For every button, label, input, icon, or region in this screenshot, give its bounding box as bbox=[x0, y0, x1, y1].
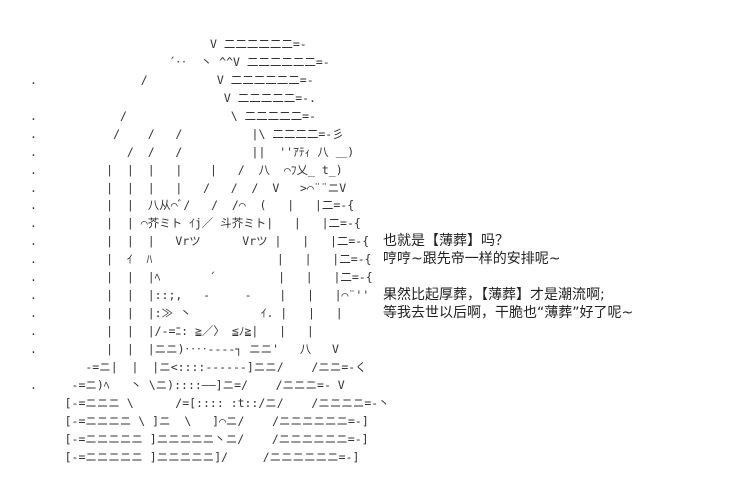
art-line: . | | | | | / 八 ⌒ﾌ乂_ t_) bbox=[30, 162, 343, 177]
art-line: . | | | | / / / V >⌒¨¨ニV bbox=[30, 180, 347, 195]
art-line: . | | |/-=ﾆ: ≧／〉 ≦ﾉ≧| | | bbox=[30, 324, 314, 338]
art-line: [-=ニニニニニ ]ニニニニニ]/ /ニニニニニニ=-] bbox=[30, 449, 360, 464]
art-line: [-=ニニニニ \ ]ニ \ ]⌒ニ/ /ニニニニニニ=-] bbox=[30, 413, 369, 428]
ascii-art: V 二二二二二二=- ´‥ 丶 ^^V 二二二二二二=- . / V 二二二二二二… bbox=[30, 36, 390, 467]
art-line: . | | |::;, ‐ ‐ | | |⌒¨'' bbox=[30, 288, 370, 303]
art-line: [-=ニニニニニ ]ニニニニニ丶ニ/ /ニニニニニニ=-] bbox=[30, 431, 369, 446]
art-line: V 二二二二二=-. bbox=[30, 90, 316, 105]
dialogue-line-2: 哼哼~跟先帝一样的安排呢~ bbox=[383, 251, 561, 267]
art-line: V 二二二二二二=- bbox=[30, 37, 307, 51]
art-line: -=ニ| | |ニ<::::------]ニニ/ /ニニ=-く bbox=[30, 359, 367, 374]
art-line: ´‥ 丶 ^^V 二二二二二二=- bbox=[30, 54, 330, 69]
art-line: . | | 八从⌒ﾞ/ / /⌒ ( | |二=-{ bbox=[30, 198, 355, 213]
art-line: . / V 二二二二二二=- bbox=[30, 72, 314, 87]
art-line: . / / / |\ 二二二二=-彡 bbox=[30, 126, 344, 141]
art-line: . | | |ニニ)‥‥----┐ ニニ' 八 V bbox=[30, 341, 339, 356]
art-line: . / / / || ''ｱﾃｨ 八 ＿) bbox=[30, 144, 355, 159]
art-line: . | | |ﾍ ´ | | |二=-{ bbox=[30, 270, 373, 285]
dialogue-line-3: 果然比起厚葬，【薄葬】才是潮流啊; bbox=[383, 287, 605, 303]
art-line: . / \ 二二二二二=- bbox=[30, 108, 316, 123]
art-line: [-=ニニニ \ /=[:::: :t::/ニ/ /ニニニニ=-丶 bbox=[30, 395, 390, 410]
art-line: . -=ニ)ﾍ 丶 \ニ)::::――]ニ=/ /ニニニ=- V bbox=[30, 377, 345, 392]
art-line: . | | |:≫ 丶 ｲ. | | | bbox=[30, 306, 343, 321]
art-line: . | | | Vrツ Vrツ | | |二=-{ bbox=[30, 234, 370, 249]
dialogue-line-1: 也就是【薄葬】吗？ bbox=[383, 233, 509, 249]
dialogue-line-4: 等我去世以后啊，干脆也“薄葬”好了呢~ bbox=[383, 305, 634, 321]
art-line: . | | ⌒芥ミト ｲj／ 斗芥ミト| | |二=-{ bbox=[30, 216, 361, 231]
art-line: . | ｲ ﾊ | | |二=-{ bbox=[30, 252, 372, 267]
